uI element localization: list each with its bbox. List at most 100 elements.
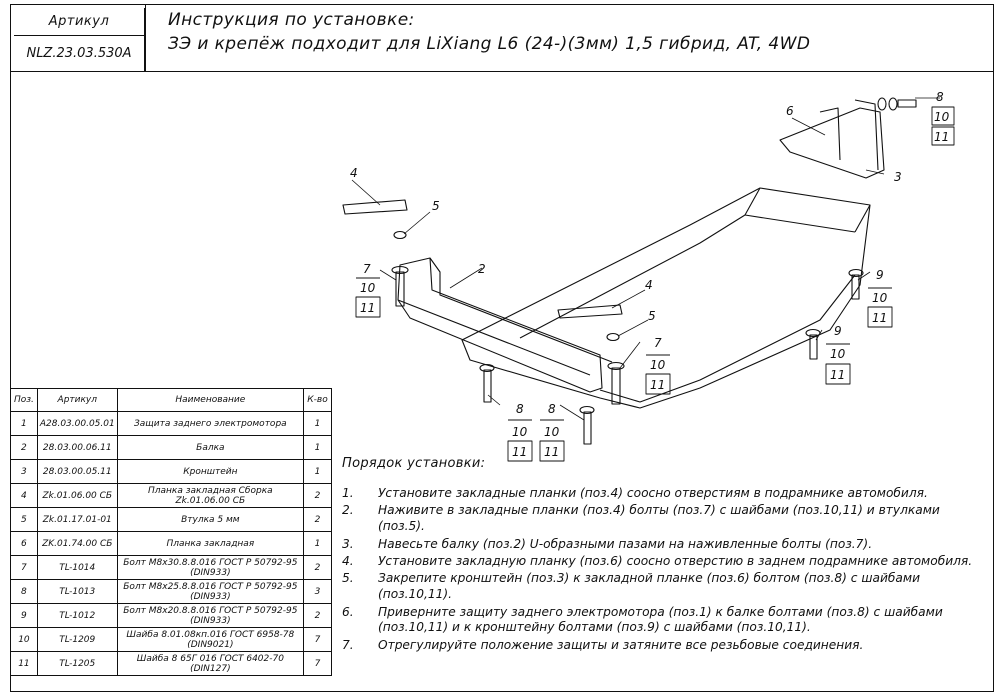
callout-8c: 8 (548, 402, 556, 416)
cell-name: Втулка 5 мм (116, 507, 304, 532)
bolts-center (479, 332, 625, 445)
embedded-plate-left (342, 199, 408, 215)
cell-article: 28.03.00.06.11 (36, 435, 118, 460)
cell-name: Балка (116, 435, 304, 460)
step-number: 1. (342, 486, 354, 500)
cell-pos: 7 (10, 555, 38, 580)
cell-article: TL-1012 (36, 603, 118, 628)
title-divider (145, 4, 147, 72)
callout-11b: 11 (934, 130, 949, 144)
step-number: 2. (342, 503, 354, 518)
step-text: Закрепите кронштейн (поз.3) к закладной … (378, 571, 921, 602)
cell-name: Планка закладная Сборка Zk.01.06.00 СБ (116, 483, 304, 508)
step-text: Наживите в закладные планки (поз.4) болт… (378, 503, 940, 534)
step-number: 3. (342, 536, 354, 551)
instruction-step: 5. Закрепите кронштейн (поз.3) к закладно… (342, 571, 982, 603)
callout-4b: 4 (645, 278, 653, 292)
instruction-step: 2. Наживите в закладные планки (поз.4) бо… (342, 503, 982, 535)
cell-pos: 2 (10, 435, 38, 460)
instruction-step: 7.Отрегулируйте положение защиты и затян… (342, 638, 982, 654)
callout-7a: 7 (363, 262, 371, 276)
callout-boxes (355, 106, 955, 462)
cell-pos: 6 (10, 531, 38, 556)
beam (397, 257, 603, 393)
col-pos: Поз. (10, 388, 38, 412)
instruction-step: 6.Приверните защиту заднего электромотор… (342, 605, 982, 637)
cell-name: Болт М8х30.8.8.016 ГОСТ Р 50792-95 (DIN9… (116, 555, 304, 580)
callout-2: 2 (478, 262, 486, 276)
instruction-step: 1. Установите закладные планки (поз.4) со… (342, 486, 982, 502)
cell-article: TL-1205 (36, 651, 118, 676)
cell-qty: 2 (302, 555, 333, 580)
cell-pos: 4 (10, 483, 38, 508)
cell-article: TL-1014 (36, 555, 118, 580)
callout-8b: 8 (516, 402, 524, 416)
col-article: Артикул (36, 388, 118, 412)
cell-pos: 9 (10, 603, 38, 628)
cell-qty: 1 (302, 531, 333, 556)
step-text: Навесьте балку (поз.2) U-образными пазам… (378, 536, 873, 551)
callout-5a: 5 (432, 199, 440, 213)
cell-article: TL-1209 (36, 627, 118, 652)
cell-name: Шайба 8 65Г 016 ГОСТ 6402-70 (DIN127) (116, 651, 304, 676)
callout-11d: 11 (650, 378, 665, 392)
callout-11a: 11 (360, 301, 375, 315)
cell-pos: 3 (10, 459, 38, 484)
callout-10g: 10 (544, 425, 560, 439)
table-header-row: Поз. Артикул Наименование К-во (10, 388, 333, 412)
col-qty: К-во (302, 388, 333, 412)
bolts-left (391, 230, 409, 307)
callout-10d: 10 (650, 358, 666, 372)
cell-pos: 1 (10, 411, 38, 436)
step-text: Отрегулируйте положение защиты и затянит… (378, 637, 864, 652)
step-text: Установите закладные планки (поз.4) соос… (378, 486, 928, 500)
article-label: Артикул (14, 8, 145, 36)
article-code: NLZ.23.03.530A (14, 35, 145, 72)
cell-qty: 3 (302, 579, 333, 604)
skid-plate-ridge (519, 214, 856, 339)
callout-7b: 7 (654, 336, 662, 350)
cell-pos: 5 (10, 507, 38, 532)
cell-qty: 2 (302, 507, 333, 532)
callout-5b: 5 (648, 309, 656, 323)
bracket (779, 107, 885, 179)
skid-plate (461, 187, 871, 409)
step-number: 4. (342, 553, 354, 568)
callout-4a: 4 (350, 166, 358, 180)
cell-qty: 1 (302, 411, 333, 436)
callout-11e: 11 (830, 368, 845, 382)
cell-article: ZK.01.74.00 СБ (36, 531, 118, 556)
cell-name: Болт М8х25.8.8.016 ГОСТ Р 50792-95 (DIN9… (116, 579, 304, 604)
header-divider (10, 71, 994, 73)
callout-10c: 10 (872, 291, 888, 305)
skid-plate-fold (599, 274, 856, 403)
cell-qty: 7 (302, 627, 333, 652)
cell-qty: 1 (302, 459, 333, 484)
cell-name: Шайба 8.01.08кп.016 ГОСТ 6958-78 (DIN902… (116, 627, 304, 652)
cell-qty: 1 (302, 435, 333, 460)
callout-10a: 10 (360, 281, 376, 295)
callout-6: 6 (786, 104, 794, 118)
drawing-frame (10, 4, 994, 692)
col-name: Наименование (116, 388, 304, 412)
page-title: Инструкция по установке: (168, 10, 415, 30)
step-number: 5. (342, 571, 354, 586)
page-subtitle: ЗЭ и крепёж подходит для LiXiang L6 (24-… (168, 34, 811, 54)
callout-8a: 8 (936, 90, 944, 104)
cell-qty: 2 (302, 603, 333, 628)
callout-10b: 10 (934, 110, 950, 124)
callout-3: 3 (894, 170, 902, 184)
callout-11f: 11 (512, 445, 527, 459)
step-text: Установите закладную планку (поз.6) соос… (378, 553, 973, 568)
callout-10f: 10 (512, 425, 528, 439)
leader-lines (351, 97, 940, 421)
